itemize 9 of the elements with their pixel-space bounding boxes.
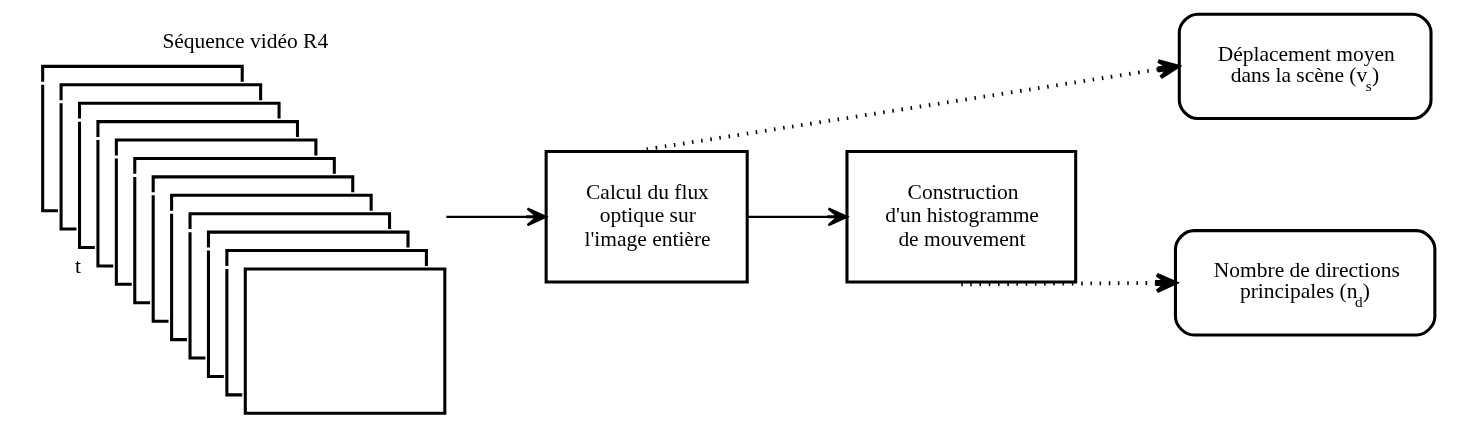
node-label: Séquence vidéo R4: [161, 28, 328, 53]
arrow: [445, 207, 547, 227]
arrow: [645, 59, 1180, 152]
node-box: Nombre de directions principales (n$_{d}$): [1173, 229, 1436, 337]
node-box: Déplacement moyen dans la scène (v$_{s}$): [1177, 12, 1433, 121]
arrow: [746, 207, 848, 227]
arrow: [960, 272, 1177, 294]
node-box: Calcul du flux optique sur l'image entière: [544, 150, 749, 284]
node-box: Construction d'un histogramme de mouvement: [844, 150, 1077, 284]
